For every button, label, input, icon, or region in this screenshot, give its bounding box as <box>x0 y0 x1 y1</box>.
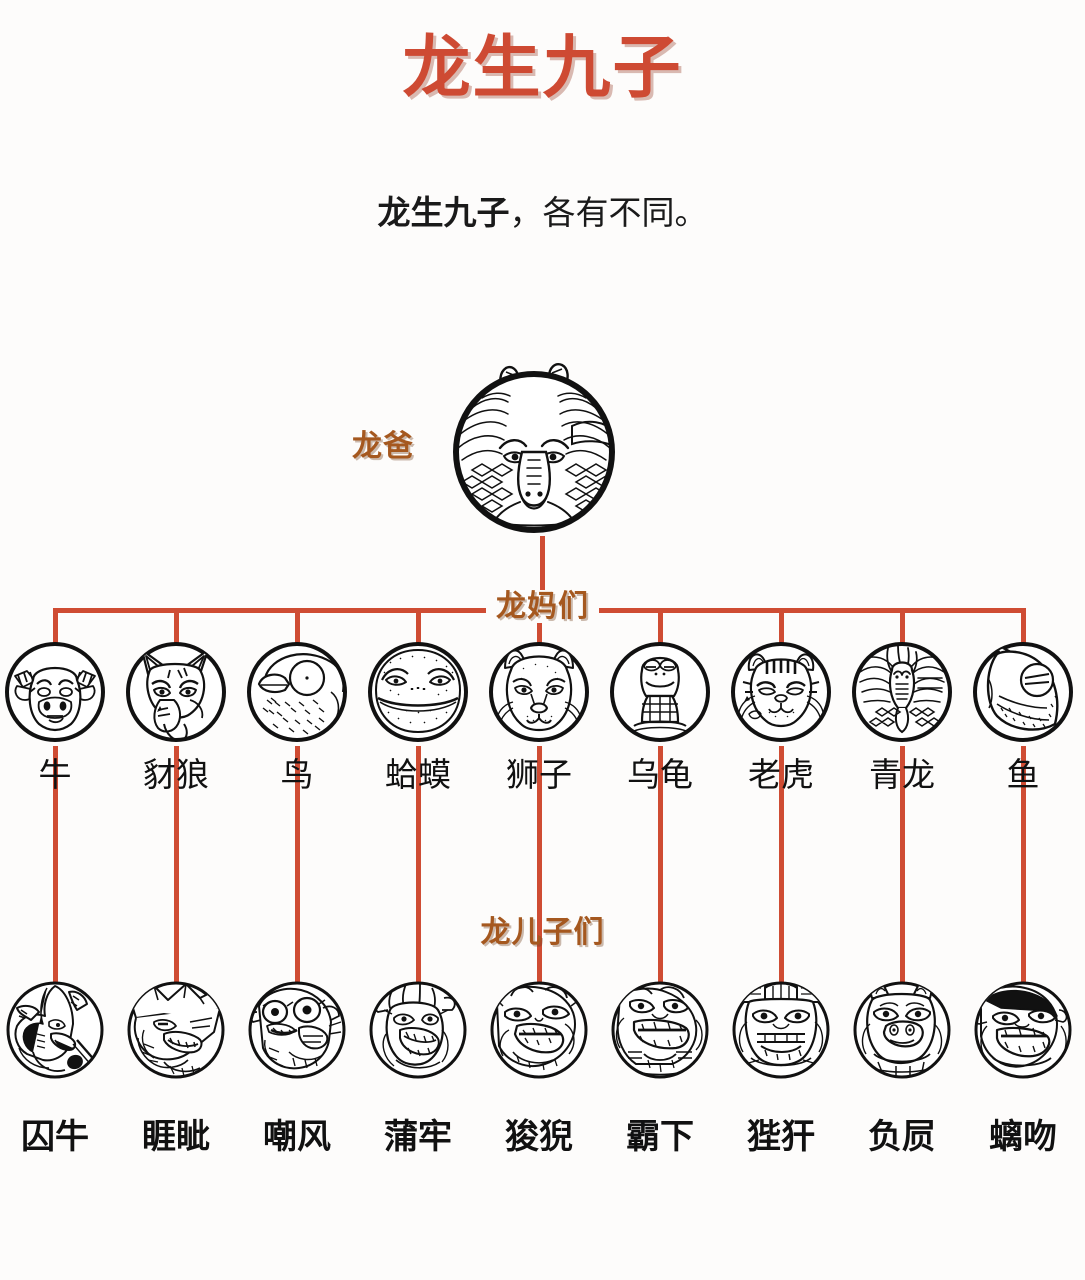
yazi-portrait <box>124 978 228 1082</box>
ox-face-icon <box>5 642 105 742</box>
bird-face-icon <box>247 642 347 742</box>
sons-row: 囚牛 <box>0 978 1085 1158</box>
son-label: 囚牛 <box>21 1118 89 1156</box>
lion-portrait <box>487 640 591 744</box>
bian-portrait <box>729 978 833 1082</box>
tiger-portrait <box>729 640 833 744</box>
fuxi-face-icon <box>853 981 951 1079</box>
son-node-suanni[interactable]: 狻猊 <box>478 978 600 1154</box>
yazi-face-icon <box>127 981 225 1079</box>
mother-label: 鸟 <box>280 756 314 793</box>
father-label: 龙爸 <box>352 430 414 463</box>
pulao-portrait <box>366 978 470 1082</box>
mother-node-azure-dragon[interactable]: 青龙 <box>841 640 963 791</box>
chiwen-face-icon <box>974 981 1072 1079</box>
son-node-pulao[interactable]: 蒲牢 <box>357 978 479 1154</box>
azure-dragon-face-icon <box>852 642 952 742</box>
sons-section-label: 龙儿子们 <box>0 918 1085 948</box>
mothers-section-label-text: 龙妈们 <box>486 590 599 623</box>
turtle-portrait <box>608 640 712 744</box>
son-node-yazi[interactable]: 睚眦 <box>115 978 237 1154</box>
mother-node-jackal[interactable]: 豺狼 <box>115 640 237 791</box>
fish-portrait <box>971 640 1075 744</box>
sons-section-label-text: 龙儿子们 <box>480 916 605 949</box>
son-node-baxia[interactable]: 霸下 <box>599 978 721 1154</box>
mother-node-ox[interactable]: 牛 <box>0 640 116 791</box>
son-node-chiwen[interactable]: 螭吻 <box>962 978 1084 1154</box>
son-label: 霸下 <box>626 1118 694 1156</box>
bian-face-icon <box>732 981 830 1079</box>
jackal-face-icon <box>126 642 226 742</box>
jackal-portrait <box>124 640 228 744</box>
father-portrait[interactable] <box>442 352 626 536</box>
mother-label: 牛 <box>38 756 72 793</box>
mother-label: 青龙 <box>869 756 935 793</box>
suanni-portrait <box>487 978 591 1082</box>
mother-label: 蛤蟆 <box>385 756 451 793</box>
mother-node-fish[interactable]: 鱼 <box>962 640 1084 791</box>
qiuniu-portrait <box>3 978 107 1082</box>
son-node-fuxi[interactable]: 负屃 <box>841 978 963 1154</box>
chiwen-portrait <box>971 978 1075 1082</box>
son-label: 负屃 <box>868 1118 936 1156</box>
son-node-qiuniu[interactable]: 囚牛 <box>0 978 116 1154</box>
son-label: 螭吻 <box>989 1118 1057 1156</box>
mother-node-turtle[interactable]: 乌龟 <box>599 640 721 791</box>
dragon-head-icon <box>453 363 615 533</box>
page-title: 龙生九子 <box>402 30 683 106</box>
turtle-face-icon <box>610 642 710 742</box>
mother-label: 狮子 <box>506 756 572 793</box>
chaofeng-portrait <box>245 978 349 1082</box>
son-node-bian[interactable]: 狴犴 <box>720 978 842 1154</box>
son-label: 狻猊 <box>505 1118 573 1156</box>
mother-node-bird[interactable]: 鸟 <box>236 640 358 791</box>
pulao-face-icon <box>369 981 467 1079</box>
ox-portrait <box>3 640 107 744</box>
qiuniu-face-icon <box>6 981 104 1079</box>
subtitle-bold-part: 龙生九子 <box>377 194 510 231</box>
mothers-row: 牛 <box>0 640 1085 820</box>
toad-face-icon <box>368 642 468 742</box>
mother-label: 豺狼 <box>143 756 209 793</box>
subtitle-rest-part: ，各有不同。 <box>509 194 708 231</box>
mother-node-lion[interactable]: 狮子 <box>478 640 600 791</box>
page-subtitle: 龙生九子，各有不同。 <box>0 196 1085 229</box>
chaofeng-face-icon <box>248 981 346 1079</box>
fish-face-icon <box>973 642 1073 742</box>
mother-label: 乌龟 <box>627 756 693 793</box>
baxia-face-icon <box>611 981 709 1079</box>
son-label: 蒲牢 <box>384 1118 452 1156</box>
bird-portrait <box>245 640 349 744</box>
fuxi-portrait <box>850 978 954 1082</box>
mother-node-tiger[interactable]: 老虎 <box>720 640 842 791</box>
mothers-section-label: 龙妈们 <box>0 590 1085 623</box>
mother-node-toad[interactable]: 蛤蟆 <box>357 640 479 791</box>
azure-dragon-portrait <box>850 640 954 744</box>
son-label: 嘲风 <box>263 1118 331 1156</box>
lion-face-icon <box>489 642 589 742</box>
baxia-portrait <box>608 978 712 1082</box>
tiger-face-icon <box>731 642 831 742</box>
son-node-chaofeng[interactable]: 嘲风 <box>236 978 358 1154</box>
son-label: 睚眦 <box>142 1118 210 1156</box>
suanni-face-icon <box>490 981 588 1079</box>
son-label: 狴犴 <box>747 1118 815 1156</box>
mother-label: 老虎 <box>748 756 814 793</box>
mother-label: 鱼 <box>1006 756 1040 793</box>
toad-portrait <box>366 640 470 744</box>
